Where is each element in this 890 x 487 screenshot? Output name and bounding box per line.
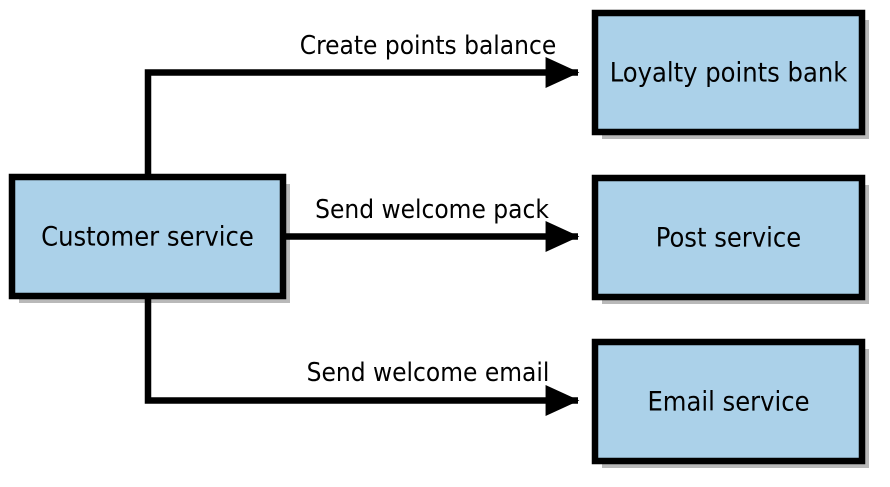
edge-create-points-balance-line[interactable] — [144, 56, 580, 181]
node-email-service-box[interactable] — [591, 338, 866, 465]
node-post-service-box[interactable] — [591, 174, 866, 301]
node-customer-service[interactable]: Customer service — [8, 173, 287, 300]
node-loyalty-points-bank-box[interactable] — [591, 9, 866, 136]
node-customer-service-label: Customer service — [41, 222, 254, 253]
node-loyalty-points-bank[interactable]: Loyalty points bank — [591, 9, 866, 136]
edge-send-welcome-email-line[interactable] — [144, 293, 580, 417]
edge-label-layer: Create points balance Send welcome pack … — [300, 31, 556, 388]
node-customer-service-box[interactable] — [8, 173, 287, 300]
node-post-service[interactable]: Post service — [591, 174, 866, 301]
node-email-service-label: Email service — [647, 387, 809, 418]
edge-label-send-welcome-pack: Send welcome pack — [315, 195, 549, 225]
node-post-service-label: Post service — [656, 223, 801, 254]
node-layer: Customer service Loyalty points bank Pos… — [8, 9, 866, 465]
edge-label-send-welcome-email: Send welcome email — [307, 358, 550, 388]
node-email-service[interactable]: Email service — [591, 338, 866, 465]
node-loyalty-points-bank-label: Loyalty points bank — [610, 58, 848, 89]
edge-layer — [144, 56, 580, 417]
edge-label-create-points-balance: Create points balance — [300, 31, 556, 61]
